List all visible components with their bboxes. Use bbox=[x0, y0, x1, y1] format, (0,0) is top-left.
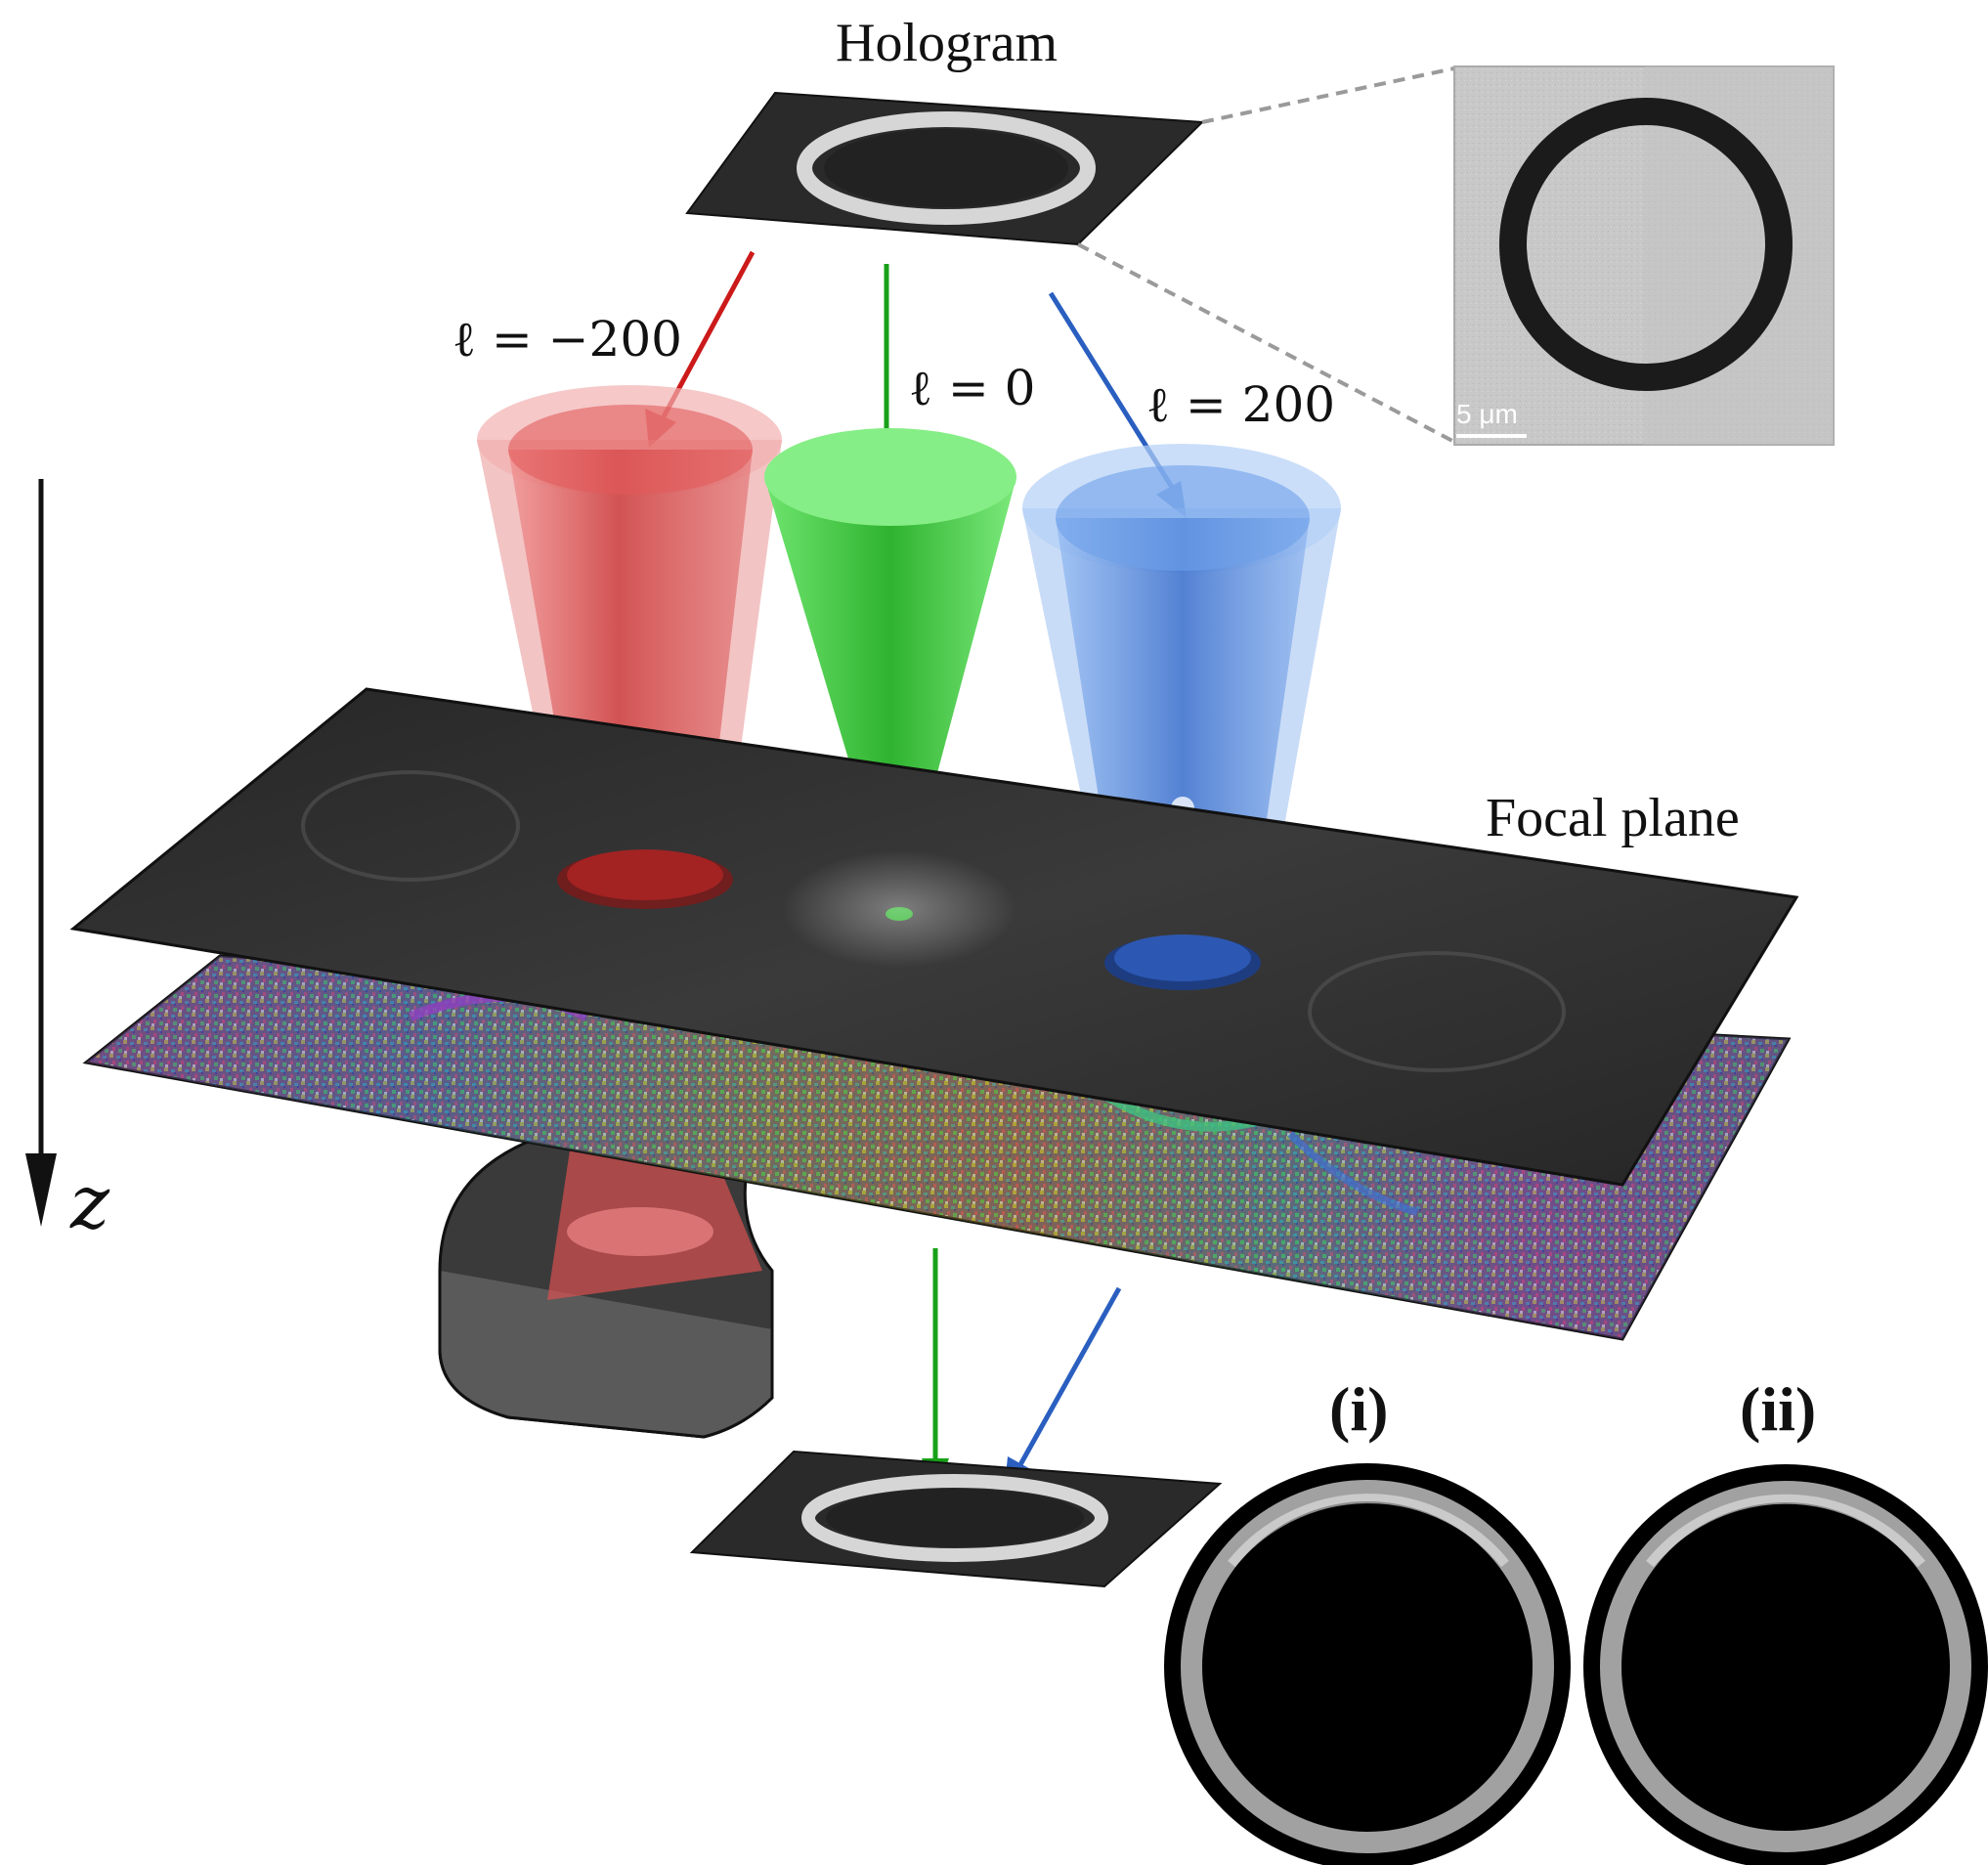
scale-bar-label: 5 μm bbox=[1456, 399, 1518, 429]
hologram-plate bbox=[685, 91, 1205, 246]
z-axis-arrow bbox=[25, 479, 57, 1227]
zoom-guide-lines bbox=[1077, 66, 1455, 444]
aperture-block bbox=[438, 1105, 774, 1439]
focal-plane bbox=[69, 687, 1799, 1187]
panel-ii-label: (ii) bbox=[1740, 1374, 1817, 1444]
z-axis-label: z bbox=[70, 1158, 110, 1245]
beam-green-label: ℓ = 0 bbox=[909, 360, 1036, 416]
beam-red-label: ℓ = −200 bbox=[453, 311, 682, 368]
beam-blue-label: ℓ = 200 bbox=[1146, 376, 1336, 433]
result-image-ii bbox=[1583, 1464, 1988, 1865]
result-image-i bbox=[1164, 1463, 1571, 1865]
hologram-title: Hologram bbox=[836, 13, 1059, 73]
panel-i-label: (i) bbox=[1329, 1374, 1389, 1444]
output-plate bbox=[689, 1450, 1223, 1588]
tem-inset bbox=[1453, 65, 1835, 446]
outgoing-arrows bbox=[922, 1248, 1122, 1496]
focal-plane-title: Focal plane bbox=[1486, 788, 1740, 848]
green-gaussian-beam bbox=[764, 428, 1016, 923]
